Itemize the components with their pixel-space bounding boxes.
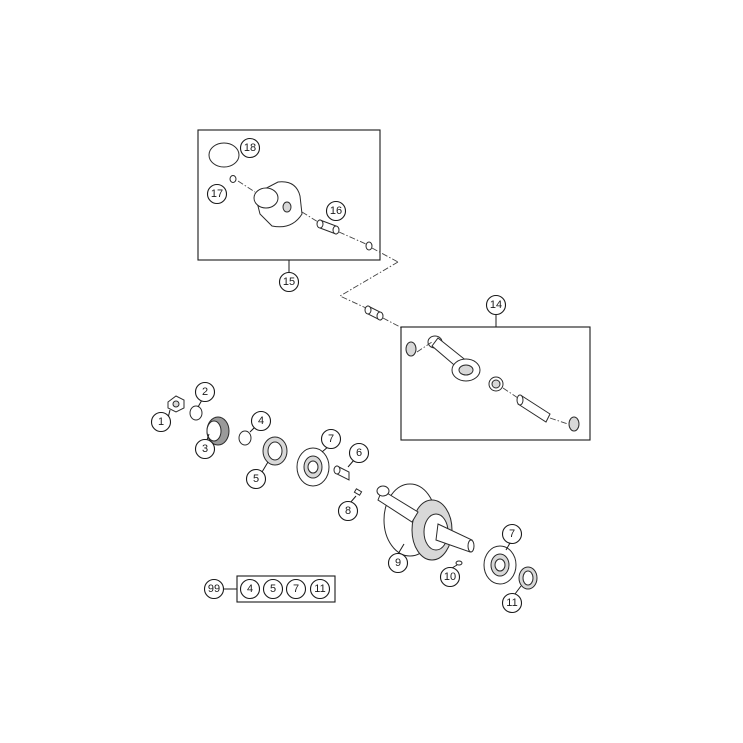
svg-text:4: 4 <box>258 415 264 427</box>
svg-text:15: 15 <box>283 276 295 288</box>
callout-14: 14 <box>485 294 507 316</box>
svg-text:11: 11 <box>506 597 517 609</box>
svg-text:11: 11 <box>314 583 325 595</box>
svg-text:7: 7 <box>293 583 299 595</box>
kit-99-legend: 99 4 5 7 11 <box>203 575 336 603</box>
key-small <box>455 560 463 566</box>
svg-text:7: 7 <box>328 433 334 445</box>
shaft-seal <box>262 436 288 466</box>
piston <box>253 181 303 228</box>
thrust-washer-left <box>405 341 417 357</box>
svg-text:99: 99 <box>208 583 220 595</box>
svg-text:18: 18 <box>244 142 256 154</box>
svg-text:3: 3 <box>202 443 208 455</box>
piston-ring <box>208 142 240 168</box>
sleeve <box>333 465 350 481</box>
svg-text:8: 8 <box>345 505 351 517</box>
callout-10: 10 <box>439 566 461 588</box>
svg-text:5: 5 <box>270 583 276 595</box>
callout-1: 1 <box>150 411 172 433</box>
svg-text:6: 6 <box>356 447 362 459</box>
svg-text:7: 7 <box>509 528 515 540</box>
primary-gear <box>206 416 230 446</box>
svg-text:4: 4 <box>247 583 253 595</box>
connecting-rod <box>427 335 481 382</box>
piston-pin <box>316 219 340 235</box>
callout-3: 3 <box>194 438 216 460</box>
nut <box>167 395 185 413</box>
callout-8: 8 <box>337 500 359 522</box>
callout-7a: 7 <box>320 428 342 450</box>
circlip-pin <box>365 241 373 251</box>
ball-bearing-left <box>296 447 330 487</box>
callout-4: 4 <box>250 410 272 432</box>
svg-text:1: 1 <box>158 416 164 428</box>
needle-bearing-big-end <box>488 376 504 392</box>
kit-item-7: 7 <box>285 578 307 600</box>
kit-item-4: 4 <box>239 578 261 600</box>
ball-bearing-right <box>483 545 517 585</box>
svg-text:5: 5 <box>253 473 259 485</box>
thrust-washer-right <box>568 416 580 432</box>
kit-item-5: 5 <box>262 578 284 600</box>
callout-15: 15 <box>278 271 300 293</box>
shaft-seal-right <box>518 566 538 590</box>
callout-16: 16 <box>325 200 347 222</box>
callout-99: 99 <box>203 578 225 600</box>
svg-text:2: 2 <box>202 386 208 398</box>
svg-text:17: 17 <box>211 188 223 200</box>
o-ring <box>238 430 252 446</box>
crank-pin <box>516 394 551 423</box>
callout-6: 6 <box>348 442 370 464</box>
svg-text:9: 9 <box>395 557 401 569</box>
crankshaft <box>376 483 475 561</box>
svg-text:16: 16 <box>330 205 342 217</box>
callout-9: 9 <box>387 552 409 574</box>
circlip-small <box>229 175 237 183</box>
washer <box>189 405 203 421</box>
woodruff-key <box>353 488 363 496</box>
callout-2: 2 <box>194 381 216 403</box>
kit-item-11: 11 <box>309 578 331 600</box>
svg-text:14: 14 <box>490 299 502 311</box>
needle-bearing-upper <box>364 305 384 321</box>
callout-17: 17 <box>206 183 228 205</box>
callout-5: 5 <box>245 468 267 490</box>
callout-7b: 7 <box>501 523 523 545</box>
callout-11: 11 <box>501 592 523 614</box>
callout-18: 18 <box>239 137 261 159</box>
svg-text:10: 10 <box>444 571 456 583</box>
